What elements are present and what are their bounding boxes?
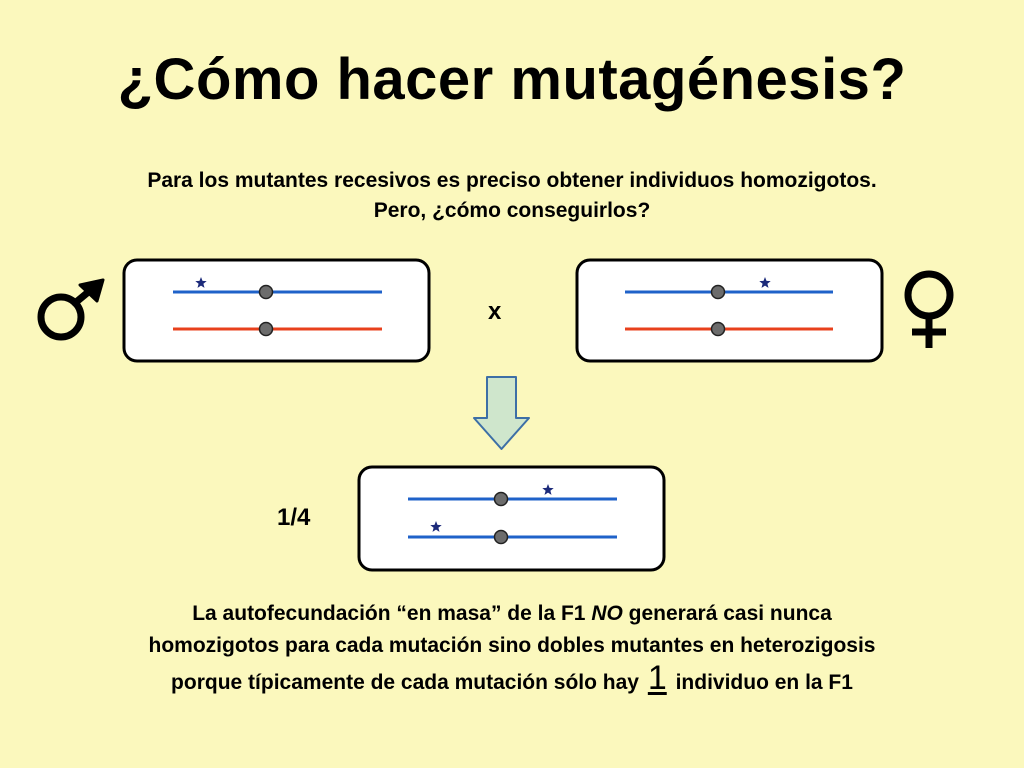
conclusion-line-3-start: porque típicamente de cada mutación sólo… bbox=[171, 671, 645, 694]
centromere-icon bbox=[258, 321, 274, 337]
star-icon bbox=[430, 521, 442, 532]
intro-text: Para los mutantes recesivos es preciso o… bbox=[40, 166, 984, 226]
intro-line-2: Pero, ¿cómo conseguirlos? bbox=[373, 199, 651, 222]
conclusion-line-3-end: individuo en la F1 bbox=[669, 671, 853, 694]
conclusion-line-1-end: generará casi nunca bbox=[622, 602, 832, 625]
centromere-icon bbox=[493, 529, 509, 545]
conclusion-number: 1 bbox=[647, 659, 667, 697]
female-symbol-icon bbox=[904, 270, 954, 348]
conclusion-line-2: homozigotos para cada mutación sino dobl… bbox=[148, 634, 876, 657]
centromere-icon bbox=[710, 284, 726, 300]
star-icon bbox=[759, 277, 771, 288]
down-arrow-icon bbox=[473, 376, 530, 450]
star-icon bbox=[542, 484, 554, 495]
male-symbol-icon bbox=[37, 278, 105, 341]
conclusion-emphasis: NO bbox=[591, 602, 623, 625]
intro-line-1: Para los mutantes recesivos es preciso o… bbox=[147, 169, 877, 192]
centromere-icon bbox=[710, 321, 726, 337]
page-title: ¿Cómo hacer mutagénesis? bbox=[117, 47, 907, 112]
female-parent-cell bbox=[575, 258, 884, 363]
offspring-cell bbox=[357, 465, 666, 572]
male-parent-cell bbox=[122, 258, 431, 363]
star-icon bbox=[195, 277, 207, 288]
centromere-icon bbox=[493, 491, 509, 507]
conclusion-line-3: porque típicamente de cada mutación sólo… bbox=[30, 659, 994, 699]
conclusion-text: La autofecundación “en masa” de la F1 NO… bbox=[30, 598, 994, 699]
cross-symbol: x bbox=[488, 298, 502, 325]
conclusion-line-1: La autofecundación “en masa” de la F1 NO… bbox=[30, 598, 994, 630]
offspring-fraction: 1/4 bbox=[277, 504, 311, 531]
conclusion-line-1-start: La autofecundación “en masa” de la F1 bbox=[192, 602, 592, 625]
centromere-icon bbox=[258, 284, 274, 300]
